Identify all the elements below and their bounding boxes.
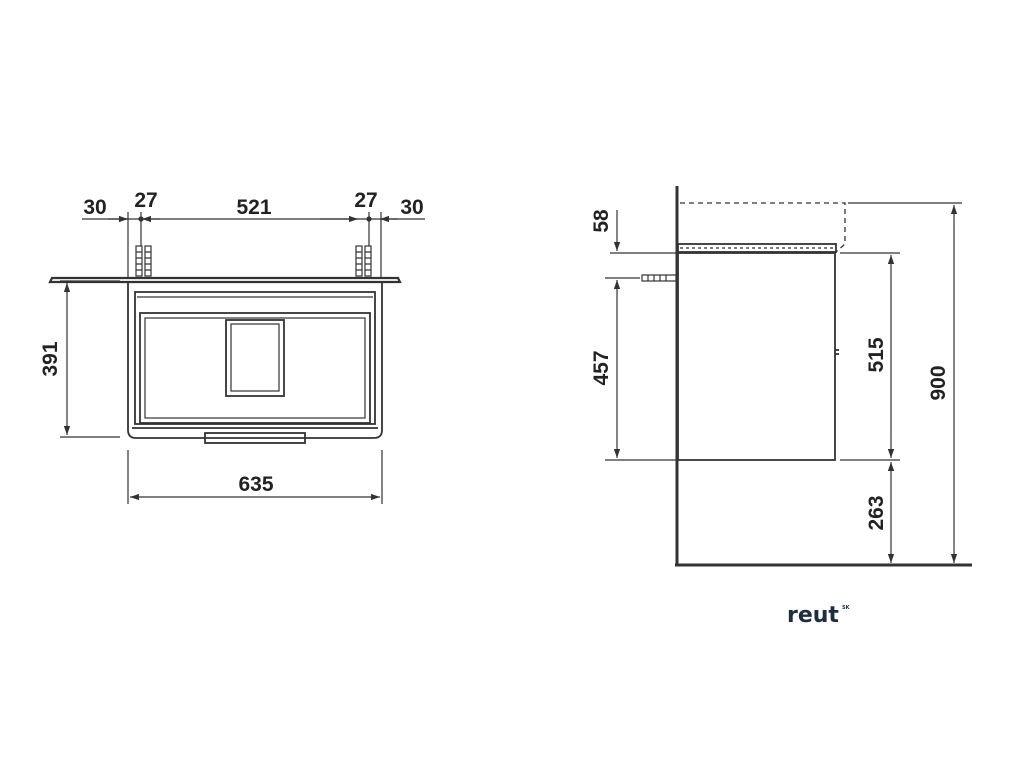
dim-wall-offset-left: 30 (83, 196, 106, 219)
dim-floor-clearance: 263 (865, 495, 888, 530)
top-dimension-chain (82, 212, 425, 278)
mount-height-dimension (605, 277, 676, 461)
dim-wall-offset-right: 30 (400, 196, 423, 219)
dim-total-height: 900 (927, 365, 950, 400)
brand-logo-sup: SK (842, 605, 851, 611)
cabinet-front (127, 283, 383, 444)
screw-left-b (144, 245, 152, 277)
brand-logo: reut SK (787, 603, 851, 628)
dim-hole-spacing-left: 27 (134, 189, 157, 212)
dim-mount-height: 457 (590, 350, 613, 385)
dim-hole-spacing-right: 27 (354, 189, 377, 212)
cabinet-side (677, 252, 836, 461)
front-view: 30 27 521 27 30 (39, 189, 425, 504)
screw-right-a (355, 245, 363, 277)
dim-top-offset: 58 (590, 209, 613, 233)
washbasin-top (48, 276, 402, 284)
screw-right-b (364, 245, 372, 277)
brand-logo-text: reut (787, 603, 839, 628)
dim-cabinet-height: 515 (865, 337, 888, 372)
washbasin-outline-dashed (680, 202, 846, 253)
cabinet-height-dimension (840, 252, 900, 461)
top-offset-dimension (610, 210, 676, 254)
dim-height: 391 (39, 341, 62, 376)
width-dimension (127, 450, 383, 504)
basin-slab (677, 243, 837, 253)
wall-screw-side (641, 274, 677, 282)
dim-between-holes: 521 (236, 196, 271, 219)
side-view: 58 457 515 263 (590, 186, 972, 567)
height-dimension (60, 280, 120, 438)
dim-width: 635 (238, 473, 273, 496)
total-height-dimension (848, 202, 962, 563)
mounting-screws-front (135, 245, 372, 277)
screw-left-a (135, 245, 143, 277)
